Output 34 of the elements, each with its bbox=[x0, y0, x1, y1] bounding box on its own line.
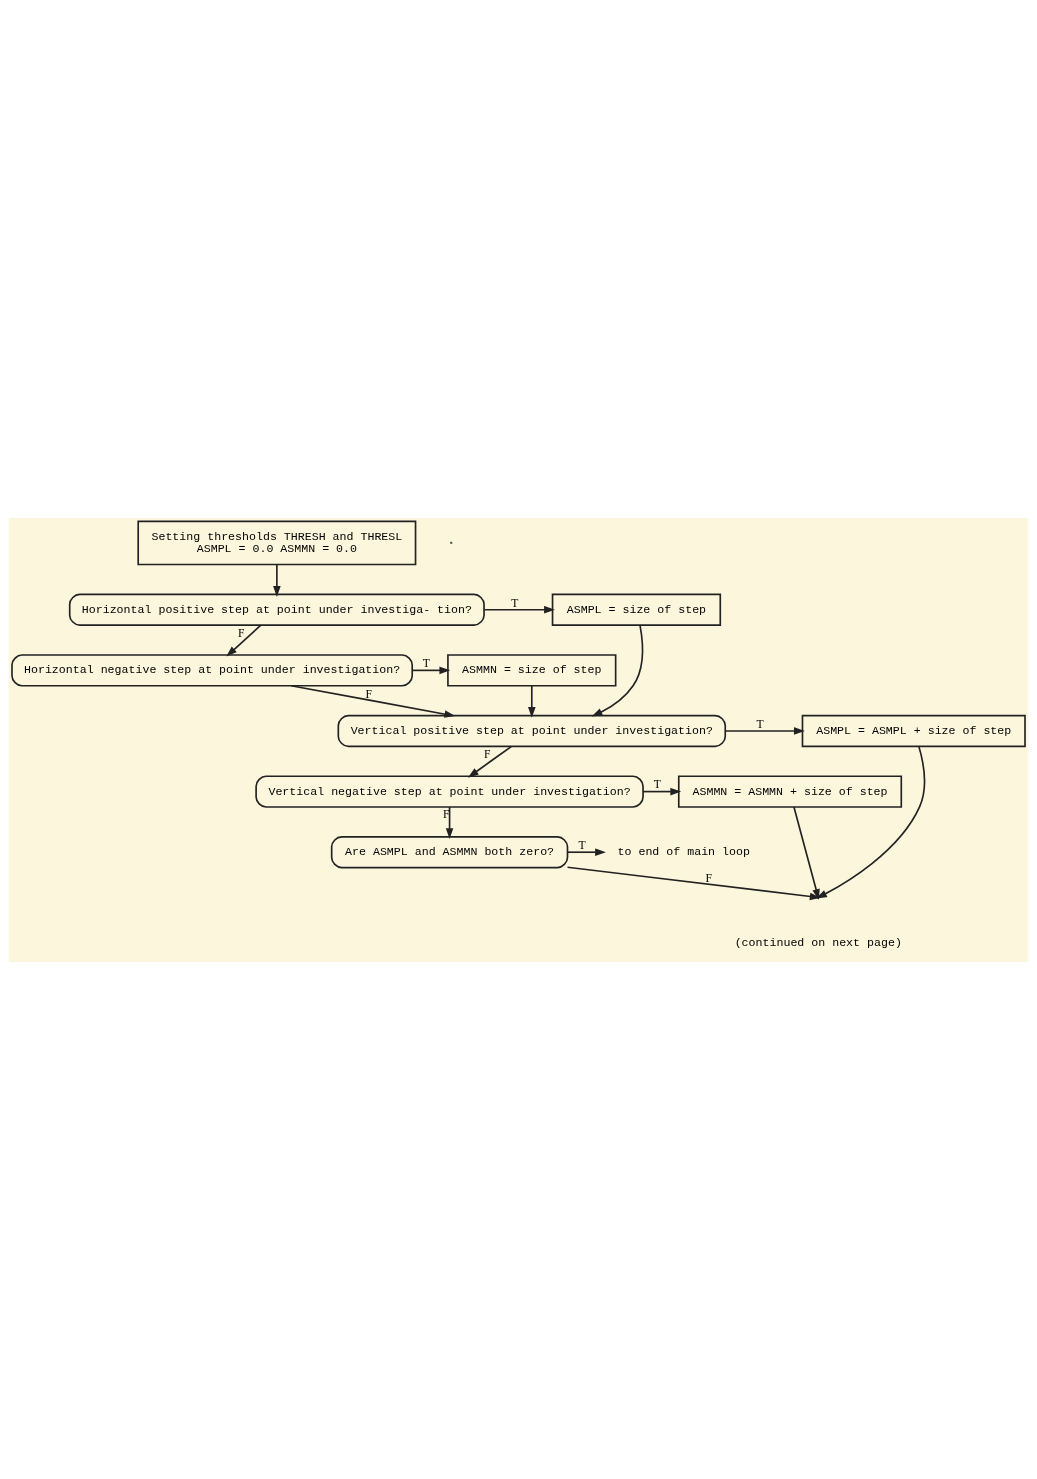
arrow bbox=[566, 847, 606, 856]
node-box: Horizontal negative step at point under investigation? bbox=[11, 653, 414, 687]
edge-label: F bbox=[237, 626, 245, 640]
node-box: ASMMN = size of step bbox=[447, 653, 617, 687]
arrow bbox=[273, 563, 281, 597]
arrow bbox=[483, 605, 555, 614]
edge-label: F bbox=[484, 747, 491, 761]
edge-label: T bbox=[511, 596, 519, 610]
arrow bbox=[445, 805, 454, 839]
node-box: ASMPL = ASMPL + size of step bbox=[801, 714, 1026, 747]
node-box: Setting thresholds THRESH and THRESL ASMPL = 0.0 ASMMN = 0.0 bbox=[137, 520, 417, 565]
edge-label: T bbox=[422, 656, 430, 670]
edge-label: T bbox=[653, 777, 661, 791]
edge-label: F bbox=[705, 871, 713, 885]
node-box: Horizontal positive step at point under investiga- tion? bbox=[68, 593, 485, 626]
arrow bbox=[591, 623, 644, 717]
arrow bbox=[642, 787, 682, 795]
edge-label: F bbox=[443, 807, 450, 821]
edge-label: T bbox=[756, 717, 764, 731]
arrow bbox=[528, 684, 536, 718]
node-box: Vertical negative step at point under investigation? bbox=[255, 774, 644, 808]
label: (continued on next page) bbox=[734, 935, 902, 949]
edge-label: F bbox=[365, 687, 372, 701]
arrow bbox=[290, 684, 456, 718]
node-box: ASMPL = size of step bbox=[551, 593, 722, 626]
node-box: ASMMN = ASMMN + size of step bbox=[677, 774, 903, 808]
edge-label: T bbox=[578, 838, 586, 852]
node-box: Vertical positive step at point under investigation? bbox=[337, 714, 727, 747]
arrow bbox=[411, 666, 451, 674]
node-box: Are ASMPL and ASMMN both zero? bbox=[330, 835, 569, 868]
node-text: to end of main loop bbox=[617, 844, 750, 858]
arrow bbox=[467, 745, 513, 778]
arrow bbox=[724, 726, 805, 735]
arrow bbox=[226, 623, 262, 657]
